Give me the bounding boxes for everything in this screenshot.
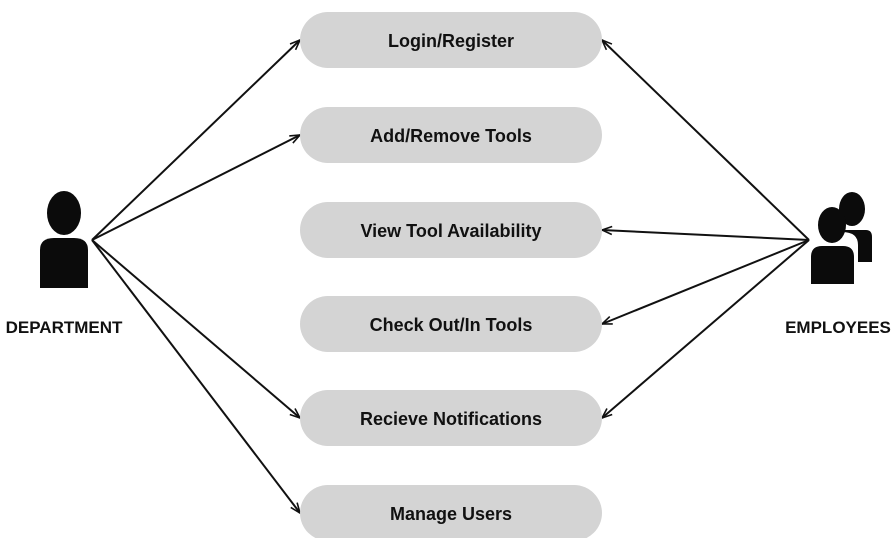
use-case-label: Add/Remove Tools	[370, 126, 532, 146]
association-arrow-department	[91, 40, 300, 241]
use-case-label: Login/Register	[388, 31, 514, 51]
use-case-label: Recieve Notifications	[360, 409, 542, 429]
association-arrow-employees	[602, 239, 810, 418]
department-label: DEPARTMENT	[6, 318, 123, 337]
association-arrow-employees	[602, 40, 810, 241]
use-case-shape	[300, 107, 602, 163]
use-case-manage-users: Manage Users	[300, 485, 602, 538]
use-case-check-out-in-tools: Check Out/In Tools	[300, 296, 602, 352]
employees-actor: EMPLOYEES	[785, 192, 891, 337]
use-case-shape	[300, 202, 602, 258]
use-case-label: Manage Users	[390, 504, 512, 524]
association-arrow-employees	[602, 239, 810, 325]
use-case-shape	[300, 390, 602, 446]
use-cases: Login/Register Add/Remove Tools View Too…	[300, 12, 602, 538]
group-icon	[811, 192, 872, 284]
employees-label: EMPLOYEES	[785, 318, 891, 337]
association-arrow-department	[91, 239, 300, 513]
person-icon	[40, 191, 88, 288]
department-actor: DEPARTMENT	[6, 191, 123, 337]
use-case-recieve-notifications: Recieve Notifications	[300, 390, 602, 446]
association-lines	[91, 40, 810, 513]
association-arrow-department	[91, 239, 300, 418]
use-case-label: View Tool Availability	[360, 221, 541, 241]
use-case-login-register: Login/Register	[300, 12, 602, 68]
association-arrow-employees	[602, 230, 810, 241]
use-case-shape	[300, 485, 602, 538]
association-arrow-department	[91, 135, 300, 241]
use-case-view-tool-availability: View Tool Availability	[300, 202, 602, 258]
use-case-add-remove-tools: Add/Remove Tools	[300, 107, 602, 163]
use-case-shape	[300, 296, 602, 352]
use-case-shape	[300, 12, 602, 68]
use-case-label: Check Out/In Tools	[370, 315, 533, 335]
